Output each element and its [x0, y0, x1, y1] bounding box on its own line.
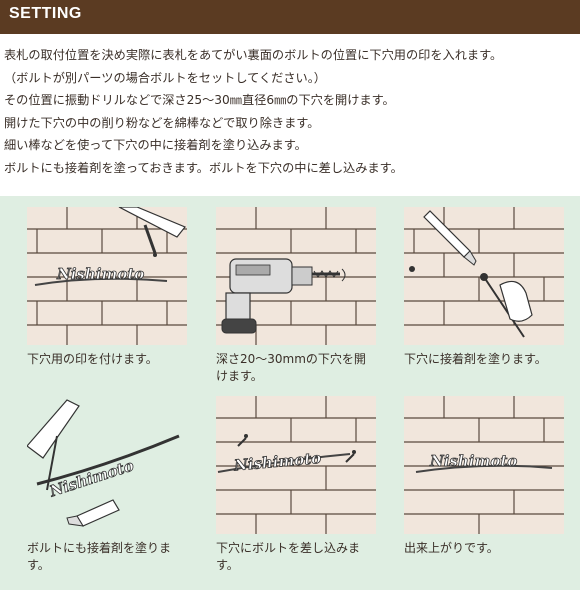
instructions-text: 表札の取付位置を決め実際に表札をあてがい裏面のボルトの位置に下穴用の印を入れます…	[4, 44, 578, 180]
step-4: Nishimoto ボルトにも接着剤を塗ります。	[27, 396, 187, 574]
step-1-illustration: Nishimoto	[27, 207, 187, 345]
step-2-illustration	[216, 207, 376, 345]
step-3-illustration	[404, 207, 564, 345]
step-2-caption: 深さ20～30mmの下穴を開けます。	[216, 352, 366, 383]
steps-panel: Nishimoto 下穴用の印を付けます。	[0, 196, 580, 590]
step-5: Nishimoto 下穴にボルトを差し込みます。	[216, 396, 376, 574]
step-5-illustration: Nishimoto	[216, 396, 376, 534]
svg-text:Nishimoto: Nishimoto	[429, 452, 517, 470]
step-3-caption: 下穴に接着剤を塗ります。	[404, 352, 547, 366]
brick-wall-illustration: Nishimoto	[404, 396, 564, 534]
instruction-line: その位置に振動ドリルなどで深さ25～30㎜直径6㎜の下穴を開けます。	[4, 93, 395, 108]
step-6-caption: 出来上がりです。	[404, 541, 499, 555]
step-6-illustration: Nishimoto	[404, 396, 564, 534]
svg-text:Nishimoto: Nishimoto	[56, 265, 144, 283]
step-4-illustration: Nishimoto	[27, 396, 187, 534]
step-1-caption: 下穴用の印を付けます。	[27, 352, 158, 366]
brick-wall-illustration: Nishimoto	[27, 207, 187, 345]
instruction-line: （ボルトが別パーツの場合ボルトをセットしてください。）	[4, 70, 326, 85]
brick-wall-illustration	[404, 207, 564, 338]
svg-text:Nishimoto: Nishimoto	[232, 449, 322, 475]
instruction-line: 開けた下穴の中の削り粉などを綿棒などで取り除きます。	[4, 115, 320, 130]
step-4-caption: ボルトにも接着剤を塗ります。	[27, 541, 172, 572]
step-1: Nishimoto 下穴用の印を付けます。	[27, 207, 187, 368]
svg-text:Nishimoto: Nishimoto	[46, 456, 136, 500]
step-3: 下穴に接着剤を塗ります。	[404, 207, 564, 368]
adhesive-tube-icon	[66, 499, 120, 527]
step-5-caption: 下穴にボルトを差し込みます。	[216, 541, 361, 572]
instruction-line: 表札の取付位置を決め実際に表札をあてがい裏面のボルトの位置に下穴用の印を入れます…	[4, 48, 503, 62]
drill-icon	[221, 258, 346, 334]
brick-wall-illustration	[216, 207, 376, 345]
section-header: SETTING	[0, 0, 580, 34]
section-title: SETTING	[9, 5, 82, 22]
instruction-line: ボルトにも接着剤を塗っておきます。ボルトを下穴の中に差し込みます。	[4, 160, 403, 175]
nameplate-icon: Nishimoto	[415, 452, 553, 473]
adhesive-tube-icon	[423, 210, 477, 266]
step-2: 深さ20～30mmの下穴を開けます。	[216, 207, 376, 385]
bolt-icon	[237, 434, 356, 463]
brick-wall-illustration: Nishimoto	[216, 396, 376, 534]
step-6: Nishimoto 出来上がりです。	[404, 396, 564, 557]
instruction-line: 細い棒などを使って下穴の中に接着剤を塗り込みます。	[4, 138, 307, 153]
